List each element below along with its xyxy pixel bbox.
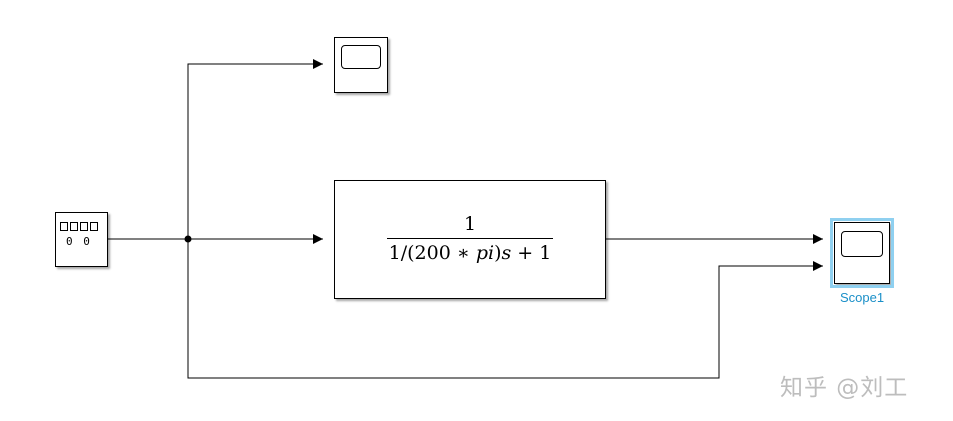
scope-icon bbox=[341, 45, 381, 69]
tf-den-pi: pi bbox=[475, 242, 495, 264]
scope1-label[interactable]: Scope1 bbox=[839, 290, 885, 305]
source-icon bbox=[60, 222, 98, 231]
transfer-function-block[interactable]: 1 1/(200 ∗ pi)s + 1 bbox=[334, 180, 606, 299]
transfer-function-expression: 1 1/(200 ∗ pi)s + 1 bbox=[335, 213, 605, 264]
tf-denominator: 1/(200 ∗ pi)s + 1 bbox=[335, 242, 605, 264]
branch-point[interactable] bbox=[184, 235, 192, 243]
signal-line-to-scope[interactable] bbox=[187, 59, 323, 239]
scope-block[interactable] bbox=[334, 37, 388, 93]
tf-den-mid: ) bbox=[494, 242, 502, 264]
tf-den-suffix: + 1 bbox=[511, 242, 552, 264]
tf-den-prefix: 1/(200 ∗ bbox=[388, 242, 476, 264]
tf-numerator: 1 bbox=[463, 213, 477, 235]
scope-icon bbox=[841, 231, 883, 257]
signal-source-block[interactable]: 0 0 bbox=[55, 212, 108, 267]
scope1-block[interactable] bbox=[830, 218, 894, 288]
source-display-text: 0 0 bbox=[66, 235, 92, 248]
signal-line-to-scope1-port2[interactable] bbox=[187, 239, 823, 379]
watermark: 知乎 @刘工 bbox=[780, 375, 909, 401]
fraction-bar bbox=[387, 238, 553, 239]
tf-den-s: s bbox=[501, 242, 512, 264]
